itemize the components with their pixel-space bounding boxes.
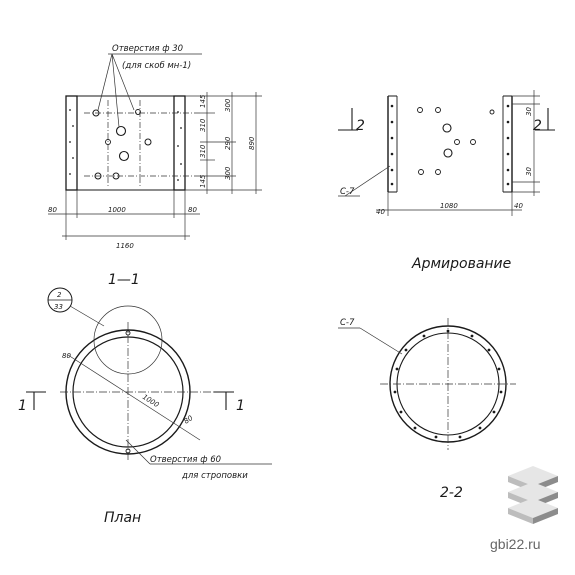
reinf-dim-right: 40	[514, 202, 523, 210]
note-holes-30: Отверстия ф 30	[112, 44, 183, 54]
callout-top: 2	[57, 291, 62, 299]
cut-2-left: 2	[356, 118, 365, 134]
reinf-dim-bottom: 30	[525, 167, 533, 176]
reinf-dim-left: 40	[376, 208, 385, 216]
reinforcement-title: Армирование	[411, 256, 511, 272]
reinforcement-holes	[417, 107, 495, 175]
plan-note-holes-60: Отверстия ф 60	[150, 455, 221, 465]
holes-30	[92, 109, 152, 180]
stacked-slabs-logo-icon	[508, 466, 558, 524]
dim-wall-right: 80	[188, 206, 197, 214]
plan-note-lifting: для строповки	[181, 471, 248, 481]
rebar-dots	[390, 104, 510, 186]
dim-right-inner-3: 310	[199, 144, 207, 158]
dim-right-mid-2: 290	[224, 136, 232, 150]
section-2-2-bar-label: С-7	[340, 318, 355, 328]
plan-dim-wall2: 80	[183, 414, 195, 426]
plan-title: План	[104, 510, 141, 526]
section-1-1-title: 1—1	[108, 272, 140, 288]
reinforcement-view: 2 2 С-7 40 1080 40 30 30 Армирование	[338, 90, 555, 272]
cut-1-left: 1	[18, 398, 27, 414]
section-2-2-view: С-7 2-2	[338, 318, 516, 501]
section-2-2-rebar	[393, 329, 503, 439]
reinf-dim-mid: 1080	[440, 202, 458, 210]
wall-hatching	[69, 109, 182, 181]
note-holes-purpose: (для скоб мн-1)	[122, 61, 191, 71]
section-1-1-view: Отверстия ф 30 (для скоб мн-1) 80 1000 8…	[48, 44, 262, 288]
dim-total-height: 890	[248, 136, 256, 150]
section-2-2-title: 2-2	[440, 485, 463, 501]
note-leaders	[97, 53, 202, 128]
right-dimension-lines	[185, 92, 262, 194]
bottom-dimension-lines	[48, 190, 200, 240]
plan-dim-wall: 80	[62, 352, 71, 360]
dim-inner-width: 1000	[108, 206, 126, 214]
bar-label-c7: С-7	[340, 187, 355, 197]
reinf-dim-top: 30	[525, 107, 533, 116]
dim-wall-left: 80	[48, 206, 57, 214]
left-wall	[65, 95, 78, 191]
reinforcement-right-dims	[512, 90, 540, 196]
plan-dim-diameter: 1000	[141, 393, 161, 410]
cut-2-right: 2	[533, 118, 542, 134]
dim-right-inner-1: 145	[199, 94, 207, 108]
cut-1-right: 1	[236, 398, 245, 414]
dim-total-width: 1160	[116, 242, 134, 250]
reinforcement-bottom-dims	[376, 192, 522, 216]
dim-right-inner-2: 310	[199, 118, 207, 132]
dim-right-inner-4: 145	[199, 174, 207, 188]
plan-view: 2 33 80 1000 80 Отверстия ф 60 для строп…	[18, 287, 272, 526]
watermark-site[interactable]: gbi22.ru	[490, 536, 541, 552]
dim-right-mid-3: 300	[224, 166, 232, 180]
dim-right-mid-1: 300	[224, 98, 232, 112]
right-wall	[173, 95, 186, 191]
callout-bottom: 33	[54, 303, 63, 311]
